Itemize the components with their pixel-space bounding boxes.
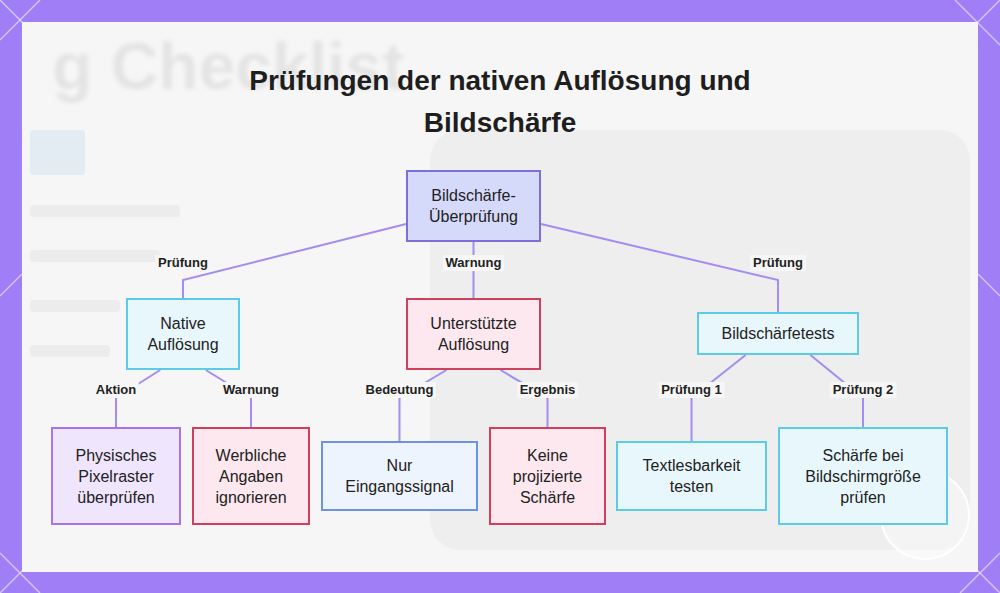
frame-line — [978, 274, 1000, 296]
blurred-shape — [30, 130, 85, 175]
frame-line — [0, 274, 22, 296]
connector-line — [400, 370, 447, 441]
connector-line — [501, 370, 548, 427]
connector-line — [206, 370, 251, 427]
blurred-shape — [30, 205, 180, 217]
edge-label: Ergebnis — [517, 382, 579, 398]
blurred-shape — [30, 250, 160, 262]
node-text: Physisches Pixelraster überprüfen — [61, 445, 171, 508]
node-text: Bildschärfetests — [722, 323, 835, 344]
node-text: Unterstützte Auflösung — [416, 313, 531, 355]
node-text: Keine projizierte Schärfe — [499, 445, 596, 508]
node-text: Nur Eingangssignal — [331, 455, 468, 497]
edge-label: Warnung — [220, 382, 282, 398]
root-box: Bildschärfe-Überprüfung — [406, 170, 541, 242]
test-box: Textlesbarkeit testen — [616, 441, 767, 511]
warning-box: Werbliche Angaben ignorieren — [192, 427, 310, 525]
content-card — [22, 22, 978, 572]
node-text: Werbliche Angaben ignorieren — [202, 445, 300, 508]
edge-label: Prüfung — [155, 255, 211, 271]
connector-line — [541, 224, 778, 312]
result-box: Keine projizierte Schärfe — [489, 427, 606, 525]
node-text: Textlesbarkeit testen — [626, 455, 757, 497]
connector-line — [692, 355, 746, 441]
warning-box: Unterstützte Auflösung — [406, 298, 541, 370]
edge-label: Aktion — [93, 382, 139, 398]
meaning-box: Nur Eingangssignal — [321, 441, 478, 511]
test-box: Schärfe bei Bildschirmgröße prüfen — [778, 427, 948, 525]
blurred-shape — [30, 300, 120, 312]
edge-label: Prüfung — [750, 255, 806, 271]
blurred-shape — [30, 345, 110, 357]
edge-label: Prüfung 2 — [830, 382, 897, 398]
node-text: Native Auflösung — [136, 313, 230, 355]
check-box: Bildschärfetests — [697, 312, 859, 355]
edge-label: Bedeutung — [363, 382, 437, 398]
connector-line — [116, 370, 160, 427]
edge-label: Warnung — [443, 255, 505, 271]
action-box: Physisches Pixelraster überprüfen — [51, 427, 181, 525]
edge-label: Prüfung 1 — [658, 382, 725, 398]
diagram-title: Prüfungen der nativen Auflösung und Bild… — [215, 60, 785, 144]
blurred-background — [30, 130, 970, 550]
node-text: Schärfe bei Bildschirmgröße prüfen — [788, 445, 938, 508]
check-box: Native Auflösung — [126, 298, 240, 370]
node-text: Bildschärfe-Überprüfung — [416, 185, 531, 227]
connector-line — [183, 224, 406, 298]
